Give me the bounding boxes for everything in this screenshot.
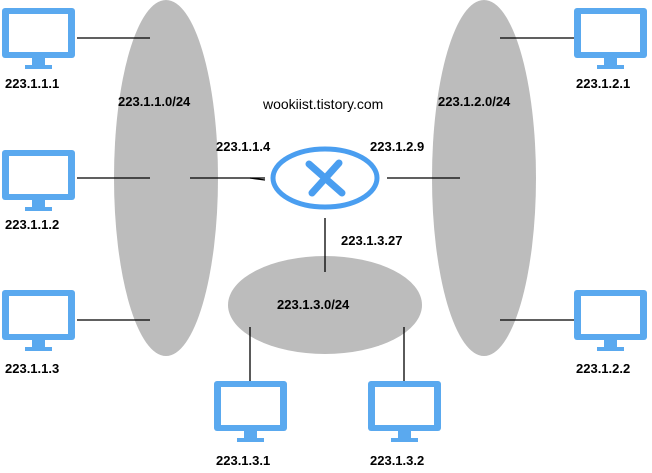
link-router-left-tail — [249, 177, 266, 181]
subnet-label-right: 223.1.2.0/24 — [438, 94, 511, 109]
router-interface-label-right: 223.1.2.9 — [370, 139, 425, 154]
host-label-223-1-2-1: 223.1.2.1 — [576, 76, 631, 91]
host-label-223-1-3-1: 223.1.3.1 — [216, 453, 271, 468]
subnet-label-left: 223.1.1.0/24 — [118, 94, 191, 109]
host-label-223-1-1-3: 223.1.1.3 — [5, 361, 60, 376]
host-label-223-1-2-2: 223.1.2.2 — [576, 361, 631, 376]
host-223-1-2-1-icon — [574, 8, 647, 69]
host-223-1-1-1-icon — [2, 8, 75, 69]
subnet-ellipse-left — [114, 0, 218, 356]
host-label-223-1-1-1: 223.1.1.1 — [5, 76, 60, 91]
host-223-1-3-1-icon — [214, 381, 287, 442]
subnet-ellipse-right — [432, 0, 536, 356]
host-223-1-2-2-icon — [574, 290, 647, 351]
host-223-1-1-3-icon — [2, 290, 75, 351]
subnet-ellipse-bottom — [228, 256, 422, 354]
links — [77, 37, 574, 383]
router-x-icon — [270, 146, 380, 210]
host-label-223-1-3-2: 223.1.3.2 — [370, 453, 425, 468]
router-interface-label-left: 223.1.1.4 — [216, 139, 271, 154]
subnet-label-bottom: 223.1.3.0/24 — [277, 297, 350, 312]
host-223-1-1-2-icon — [2, 150, 75, 211]
router-interface-label-bottom: 223.1.3.27 — [341, 233, 403, 248]
host-223-1-3-2-icon — [368, 381, 441, 442]
host-label-223-1-1-2: 223.1.1.2 — [5, 217, 60, 232]
watermark-text: wookiist.tistory.com — [263, 96, 384, 112]
